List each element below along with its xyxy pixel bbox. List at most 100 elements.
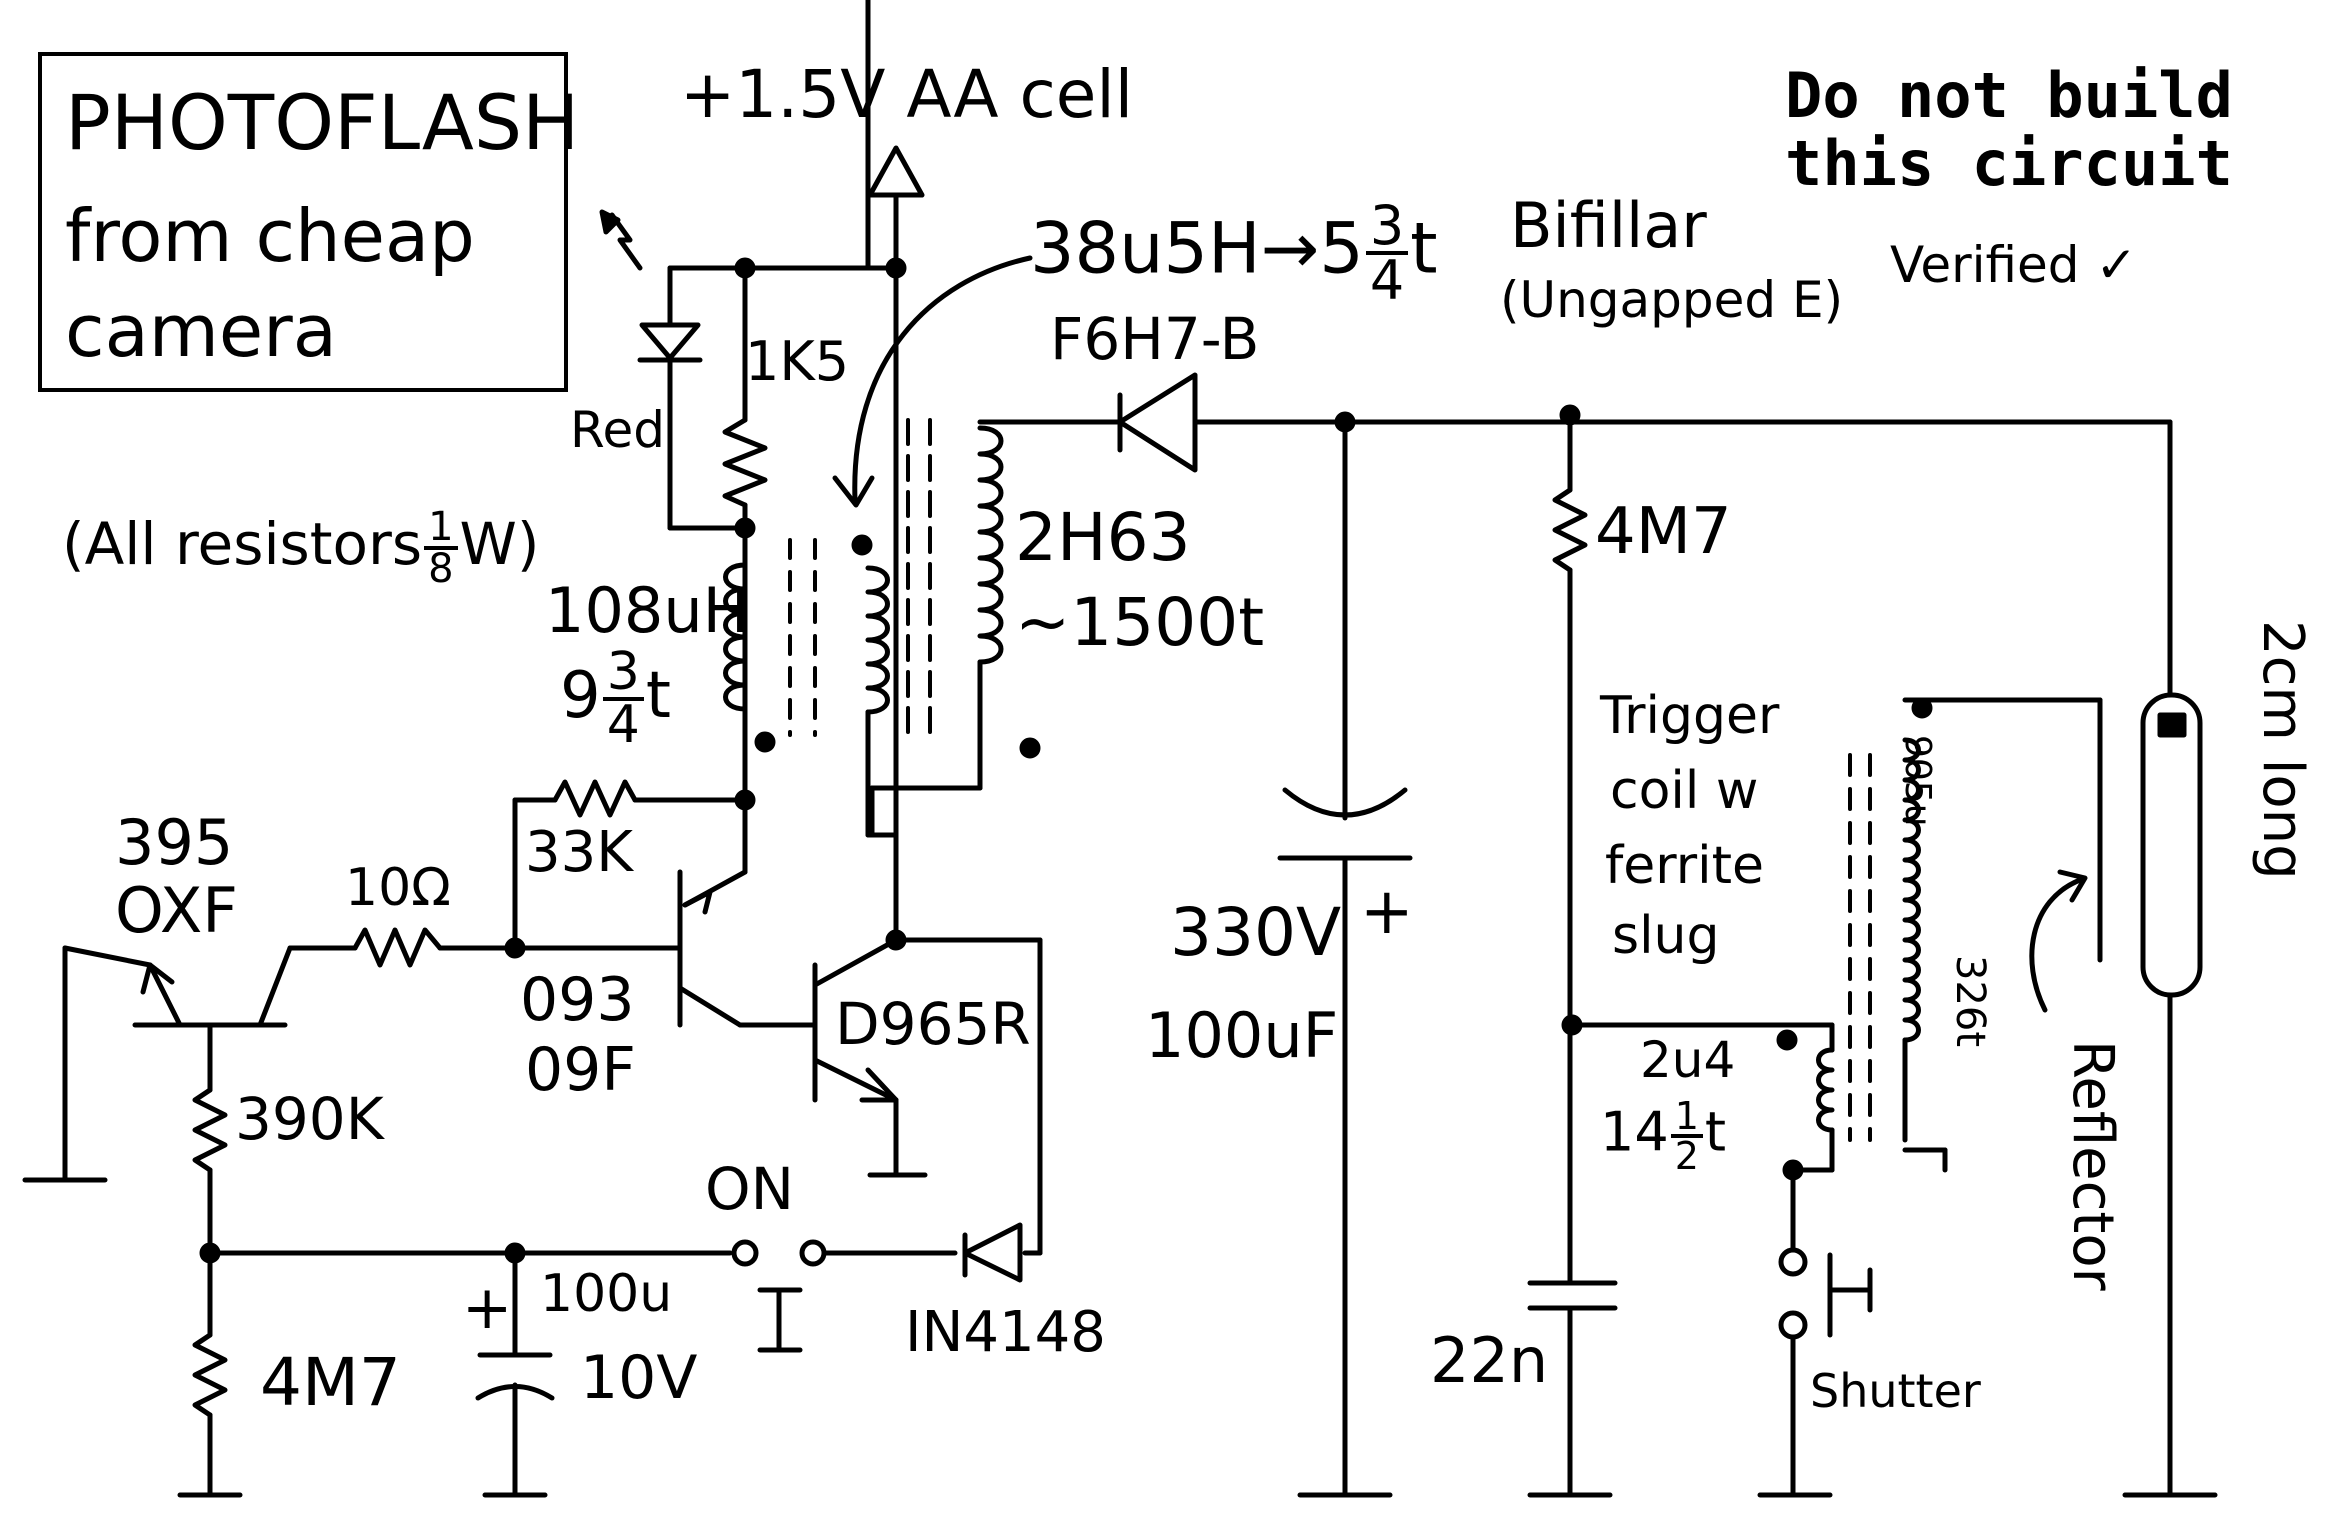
cap-small-polarity: +: [462, 1273, 513, 1343]
capacitor-22n-label: 22n: [1430, 1324, 1549, 1397]
trigger-turns-whole: 14: [1600, 1100, 1669, 1164]
resistor-1k5-label: 1K5: [745, 330, 850, 393]
fraction-denominator: 2: [1674, 1134, 1699, 1179]
led-color-label: Red: [570, 401, 665, 459]
transformer-callout-arrowhead: [832, 475, 875, 508]
flash-tube: [2122, 419, 2218, 1498]
resistor-4m7-bleed-label: 4M7: [1595, 495, 1732, 569]
cap-small-value: 100u: [540, 1264, 673, 1324]
cap-main-polarity: +: [1360, 875, 1414, 949]
trigger-turns-suffix: t: [1704, 1100, 1727, 1164]
reflector-arrow: [2029, 877, 2083, 1013]
fraction-numerator: 3: [1365, 198, 1409, 256]
shutter-label: Shutter: [1810, 1364, 1981, 1418]
transformer-callout-arrow: [852, 255, 1033, 503]
verified-note: Verified ✓: [1890, 236, 2138, 294]
transformer-feedback: [865, 0, 899, 838]
supply-label: +1.5V AA cell: [680, 56, 1134, 133]
top-rail: [667, 265, 899, 941]
fraction-numerator: 1: [424, 507, 458, 550]
trigger-primary-inductance: 2u4: [1640, 1031, 1736, 1089]
capacitor-330v: [1277, 419, 1413, 1498]
trigger-desc-line-4: slug: [1612, 906, 1720, 966]
fraction-numerator: 1: [1670, 1097, 1703, 1139]
transformer-core-type: (Ungapped E): [1500, 271, 1844, 329]
trigger-core: [1848, 753, 1872, 1142]
trigger-secondary-turns: 326t: [1947, 955, 1993, 1048]
trigger-primary: [1790, 1022, 1835, 1173]
resistor-4m7-left-label: 4M7: [260, 1344, 401, 1421]
warning-line-1: Do not build: [1785, 59, 2233, 132]
warning-line-2: this circuit: [1785, 127, 2233, 200]
diode-in4148-symbol: [962, 1222, 1023, 1283]
transformer-primary: [723, 562, 748, 803]
resistor-note-suffix: W): [459, 510, 540, 579]
driver-label-line-2: 09F: [525, 1035, 636, 1105]
driver-label-line-1: 093: [520, 965, 635, 1035]
trigger-desc-line-3: ferrite: [1605, 836, 1764, 896]
fraction-denominator: 4: [1369, 249, 1405, 313]
on-switch-symbol: [731, 1239, 827, 1353]
winding-dots: [754, 534, 1041, 759]
junction-dots: [199, 257, 1804, 1264]
primary-turns-whole: 9: [560, 658, 601, 733]
title-box: [38, 52, 568, 392]
resistor-10-ohm-label: 10Ω: [345, 858, 451, 918]
transformer-secondary: [869, 419, 1113, 838]
on-switch-label: ON: [705, 1155, 795, 1223]
diode-in4148-label: IN4148: [905, 1300, 1106, 1365]
secondary-inductance: 2H63: [1015, 499, 1191, 576]
resistor-390k-label: 390K: [235, 1085, 384, 1153]
title-line-3: camera: [65, 289, 337, 373]
trigger-desc-line-1: Trigger: [1600, 686, 1780, 746]
primary-turns-suffix: t: [645, 658, 671, 733]
resistor-4m7-left: [177, 1250, 243, 1498]
trigger-winding-dots: [1776, 697, 1933, 1051]
cap-main-value: 100uF: [1145, 999, 1339, 1072]
shutter-switch-symbol: [1757, 1167, 1873, 1498]
diode-f6h7-symbol: [1107, 372, 2173, 473]
trigger-secondary-inductance: 905u: [1897, 735, 1938, 827]
led-branch: [599, 209, 748, 531]
trigger-desc-line-2: coil w: [1610, 761, 1759, 821]
resistor-4m7-bleed: [1552, 419, 1835, 1028]
transistor-driver-symbol: [512, 797, 818, 1028]
capacitor-22n: [1527, 1022, 1618, 1498]
transformer-turns-suffix: t: [1410, 207, 1438, 290]
resistor-note-text: (All resistors: [62, 510, 423, 579]
secondary-turns: ~1500t: [1015, 584, 1265, 661]
reflector-arrowhead: [2057, 869, 2088, 903]
title-line-1: PHOTOFLASH: [65, 78, 580, 167]
primary-inductance: 108uH: [545, 574, 750, 647]
diode-f6h7-label: F6H7-B: [1050, 305, 1260, 373]
transformer-winding: Bifillar: [1510, 189, 1707, 262]
title-line-2: from cheap: [65, 194, 475, 278]
cap-small-voltage: 10V: [580, 1343, 698, 1413]
transformer-spec-text: 38u5H→5: [1030, 207, 1364, 290]
transistor-power-symbol: [812, 937, 1043, 1256]
reflector-label: Reflector: [2060, 1040, 2125, 1291]
fraction-denominator: 4: [606, 695, 640, 756]
cap-main-voltage: 330V: [1170, 894, 1342, 971]
capacitor-100u: [475, 1250, 555, 1498]
resistor-33k-label: 33K: [525, 820, 633, 885]
supply-terminal: [867, 145, 925, 271]
power-transistor-label: D965R: [835, 990, 1031, 1058]
pnp-label-line-2: OXF: [115, 874, 238, 947]
resistor-10-ohm: [287, 927, 518, 968]
resistor-390k: [192, 1022, 228, 1256]
tube-length-label: 2cm long: [2250, 620, 2315, 880]
trigger-secondary: [1902, 697, 2103, 1173]
fraction-denominator: 8: [428, 546, 454, 592]
resistor-33k: [512, 779, 748, 951]
pnp-label-line-1: 395: [115, 806, 234, 879]
